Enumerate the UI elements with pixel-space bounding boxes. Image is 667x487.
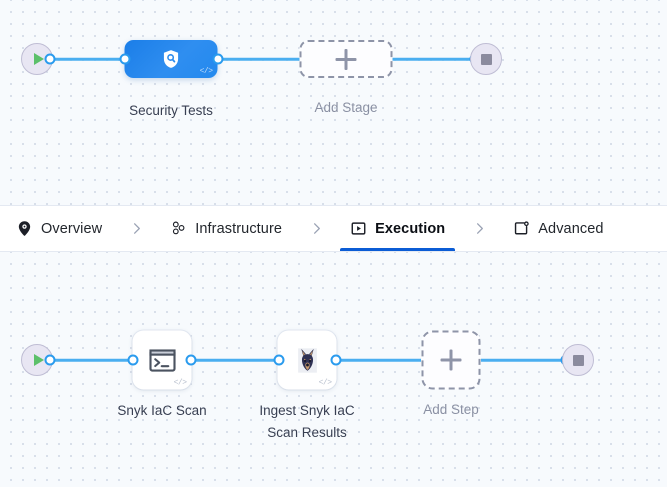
- stage-canvas[interactable]: </> Security Tests Add Stage: [0, 0, 667, 205]
- wire-ingest-to-add-step: [336, 358, 421, 362]
- wire-start-to-security-tests: [44, 57, 130, 61]
- nodes-icon: [173, 221, 185, 235]
- tab-execution[interactable]: Execution: [340, 206, 456, 251]
- execution-end-node[interactable]: [562, 344, 594, 376]
- plus-icon: [335, 48, 357, 70]
- tab-separator: [447, 206, 511, 251]
- chevron-right-icon: [133, 223, 140, 234]
- wire-snyk-scan-to-ingest: [191, 358, 279, 362]
- wire-start-to-snyk-scan: [44, 358, 134, 362]
- play-window-icon: [351, 222, 366, 235]
- play-icon: [33, 354, 44, 366]
- code-badge-icon: </>: [199, 67, 213, 76]
- plus-icon: [440, 349, 462, 371]
- tab-label-advanced: Advanced: [538, 220, 604, 237]
- tab-label-infrastructure: Infrastructure: [195, 220, 283, 237]
- execution-start-node[interactable]: [21, 344, 53, 376]
- tab-separator: [284, 206, 348, 251]
- stop-icon: [572, 354, 584, 366]
- add-stage-button[interactable]: [299, 40, 393, 78]
- tab-advanced[interactable]: Advanced: [511, 206, 605, 251]
- tab-label-overview: Overview: [41, 220, 103, 237]
- step-canvas[interactable]: </> Snyk IaC Scan: [0, 252, 667, 487]
- step-node-label-ingest-snyk-results: Ingest Snyk IaC Scan Results: [259, 403, 355, 440]
- play-icon: [33, 53, 44, 65]
- step-node-snyk-iac-scan[interactable]: </>: [132, 330, 192, 390]
- shield-search-icon: [163, 49, 179, 68]
- wire-security-tests-to-add-stage: [218, 57, 303, 61]
- pipeline-tabbar[interactable]: Overview Infrastructure: [0, 205, 667, 252]
- add-step-label: Add Step: [423, 402, 479, 417]
- add-step-button[interactable]: [421, 330, 481, 390]
- terminal-icon: [148, 348, 176, 372]
- stage-node-security-tests[interactable]: </>: [124, 40, 218, 78]
- tab-label-execution: Execution: [375, 220, 446, 237]
- add-stage-label: Add Stage: [314, 100, 378, 115]
- port-snyk-scan-out[interactable]: [185, 354, 197, 366]
- stop-icon: [480, 53, 492, 65]
- port-ingest-in[interactable]: [273, 354, 285, 366]
- tab-separator: [104, 206, 168, 251]
- stage-node-label-security-tests: Security Tests: [129, 103, 213, 118]
- chevron-right-icon: [313, 223, 320, 234]
- tab-overview[interactable]: Overview: [14, 206, 104, 251]
- step-node-label-snyk-iac-scan: Snyk IaC Scan: [117, 403, 207, 418]
- port-exec-start-out[interactable]: [44, 354, 56, 366]
- window-gear-icon: [515, 221, 529, 235]
- step-node-ingest-snyk-results[interactable]: </>: [277, 330, 337, 390]
- port-security-tests-in[interactable]: [119, 53, 131, 65]
- port-snyk-scan-in[interactable]: [127, 354, 139, 366]
- port-ingest-out[interactable]: [330, 354, 342, 366]
- tab-infrastructure[interactable]: Infrastructure: [168, 206, 284, 251]
- snyk-doberman-icon: [297, 347, 317, 373]
- wire-add-stage-to-end: [390, 57, 476, 61]
- port-security-tests-out[interactable]: [212, 53, 224, 65]
- pipeline-end-node[interactable]: [470, 43, 502, 75]
- wire-add-step-to-end: [481, 358, 567, 362]
- port-start-out[interactable]: [44, 53, 56, 65]
- chevron-right-icon: [476, 223, 483, 234]
- code-badge-icon: </>: [318, 378, 332, 388]
- code-badge-icon: </>: [173, 378, 187, 388]
- shield-pin-icon: [18, 221, 31, 236]
